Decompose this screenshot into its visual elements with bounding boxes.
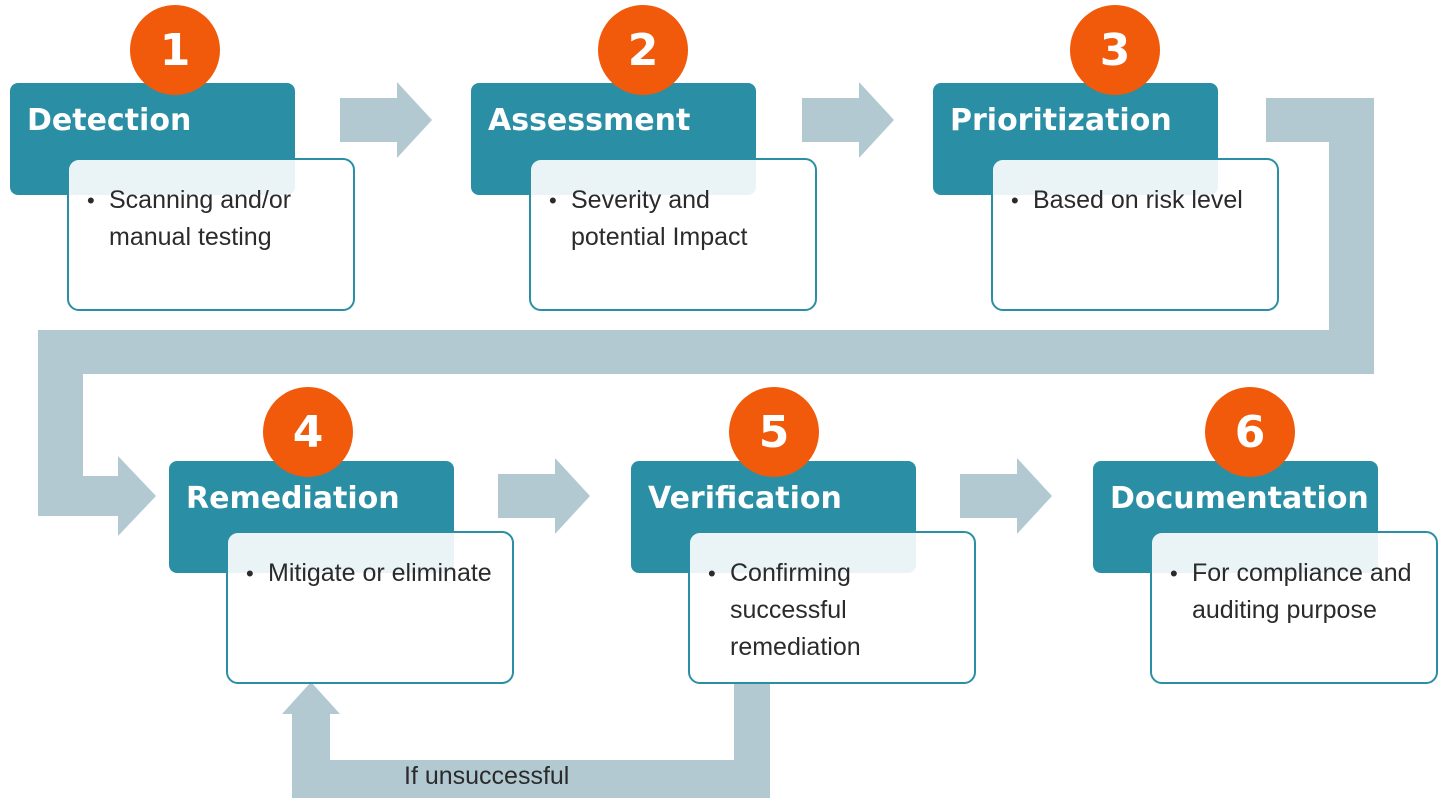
- step-4-description: Mitigate or eliminate: [226, 531, 514, 684]
- arrow-2-to-3: [802, 82, 894, 158]
- step-2-description: Severity and potential Impact: [529, 158, 817, 311]
- step-6-number: 6: [1234, 406, 1266, 458]
- step-1-title: Detection: [27, 103, 192, 138]
- step-2-number: 2: [627, 24, 659, 76]
- step-1-number: 1: [159, 24, 191, 76]
- step-4-point: Mitigate or eliminate: [246, 555, 502, 592]
- arrow-5-to-6: [960, 458, 1052, 534]
- step-5-number: 5: [758, 406, 790, 458]
- arrow-4-to-5: [498, 458, 590, 534]
- arrow-1-to-2: [340, 82, 432, 158]
- step-6-point: For compliance and auditing purpose: [1170, 555, 1426, 629]
- step-2-point: Severity and potential Impact: [549, 182, 805, 256]
- step-4-number: 4: [292, 406, 324, 458]
- step-2-number-badge: 2: [598, 5, 688, 95]
- loop-back-arrow: [282, 682, 770, 798]
- step-6-title: Documentation: [1110, 481, 1369, 516]
- step-1-number-badge: 1: [130, 5, 220, 95]
- step-5-description: Confirming successful remediation: [688, 531, 976, 684]
- step-3-number: 3: [1099, 24, 1131, 76]
- step-5-title: Verification: [648, 481, 842, 516]
- step-5-number-badge: 5: [729, 387, 819, 477]
- loop-label: If unsuccessful: [404, 762, 570, 790]
- step-6-description: For compliance and auditing purpose: [1150, 531, 1438, 684]
- step-3-number-badge: 3: [1070, 5, 1160, 95]
- step-2-title: Assessment: [488, 103, 691, 138]
- step-3-point: Based on risk level: [1011, 182, 1267, 219]
- step-3-description: Based on risk level: [991, 158, 1279, 311]
- step-1-point: Scanning and/or manual testing: [87, 182, 343, 256]
- step-1-description: Scanning and/or manual testing: [67, 158, 355, 311]
- step-6-number-badge: 6: [1205, 387, 1295, 477]
- step-4-title: Remediation: [186, 481, 400, 516]
- step-3-title: Prioritization: [950, 103, 1172, 138]
- step-4-number-badge: 4: [263, 387, 353, 477]
- step-5-point: Confirming successful remediation: [708, 555, 964, 666]
